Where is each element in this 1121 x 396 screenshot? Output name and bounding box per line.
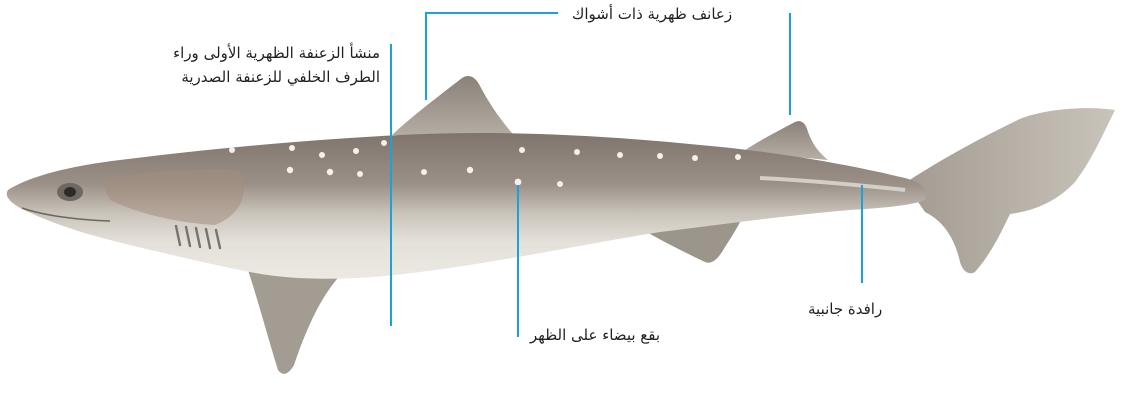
label-white-spots-text: بقع بيضاء على الظهر bbox=[530, 323, 660, 347]
first-dorsal-fin bbox=[392, 76, 518, 140]
label-dorsal-spines-text: زعانف ظهرية ذات أشواك bbox=[572, 2, 732, 26]
label-white-spots: بقع بيضاء على الظهر bbox=[530, 323, 660, 347]
label-first-dorsal-origin: منشأ الزعنفة الظهرية الأولى وراء الطرف ا… bbox=[150, 41, 380, 89]
label-first-dorsal-line1: منشأ الزعنفة الظهرية الأولى وراء bbox=[150, 41, 380, 65]
label-dorsal-spines: زعانف ظهرية ذات أشواك bbox=[572, 2, 732, 26]
leader-spines-left bbox=[426, 13, 558, 100]
label-first-dorsal-line2: الطرف الخلفي للزعنفة الصدرية bbox=[150, 65, 380, 89]
label-lateral-keel: رافدة جانبية bbox=[808, 297, 882, 321]
eye-pupil bbox=[64, 187, 76, 197]
caudal-fin bbox=[905, 108, 1115, 273]
label-lateral-keel-text: رافدة جانبية bbox=[808, 297, 882, 321]
